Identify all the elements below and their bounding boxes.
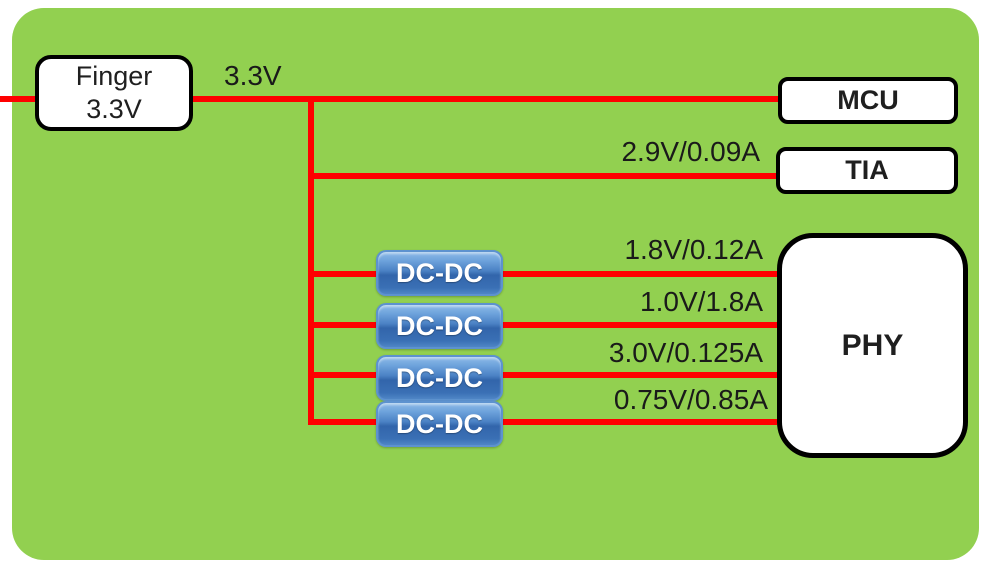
dcdc-converter-3-label: DC-DC (396, 362, 483, 393)
mcu-label: MCU (837, 85, 899, 115)
wire-to-phy-4 (308, 419, 777, 425)
dcdc-converter-1-label: DC-DC (396, 257, 483, 288)
mcu-box: MCU (778, 77, 958, 124)
wire-main-3v3-rail (0, 96, 778, 102)
dcdc-converter-1: DC-DC (376, 250, 503, 296)
finger-source-label: Finger 3.3V (75, 61, 153, 124)
phy-rail-2-voltage-label: 1.0V/1.8A (640, 286, 763, 317)
wire-trunk-vertical (308, 96, 314, 425)
dcdc-converter-4-label: DC-DC (396, 408, 483, 439)
wire-to-phy-3 (308, 372, 777, 378)
phy-rail-3-voltage-label: 3.0V/0.125A (608, 337, 763, 368)
tia-box: TIA (776, 147, 958, 194)
wire-to-tia (308, 173, 778, 179)
dcdc-converter-2-label: DC-DC (396, 310, 483, 341)
phy-rail-4-voltage-label: 0.75V/0.85A (613, 384, 768, 415)
phy-box: PHY (777, 233, 968, 458)
main-rail-voltage-label: 3.3V (224, 60, 282, 91)
dcdc-converter-2: DC-DC (376, 303, 503, 349)
dcdc-converter-3: DC-DC (376, 355, 503, 401)
phy-rail-1-voltage-label: 1.8V/0.12A (624, 234, 763, 265)
phy-label: PHY (841, 328, 904, 362)
tia-label: TIA (845, 155, 889, 185)
tia-rail-voltage-label: 2.9V/0.09A (621, 136, 760, 167)
dcdc-converter-4: DC-DC (376, 401, 503, 447)
wire-to-phy-1 (308, 271, 777, 277)
wire-to-phy-2 (308, 322, 777, 328)
finger-source-box: Finger 3.3V (35, 55, 193, 131)
